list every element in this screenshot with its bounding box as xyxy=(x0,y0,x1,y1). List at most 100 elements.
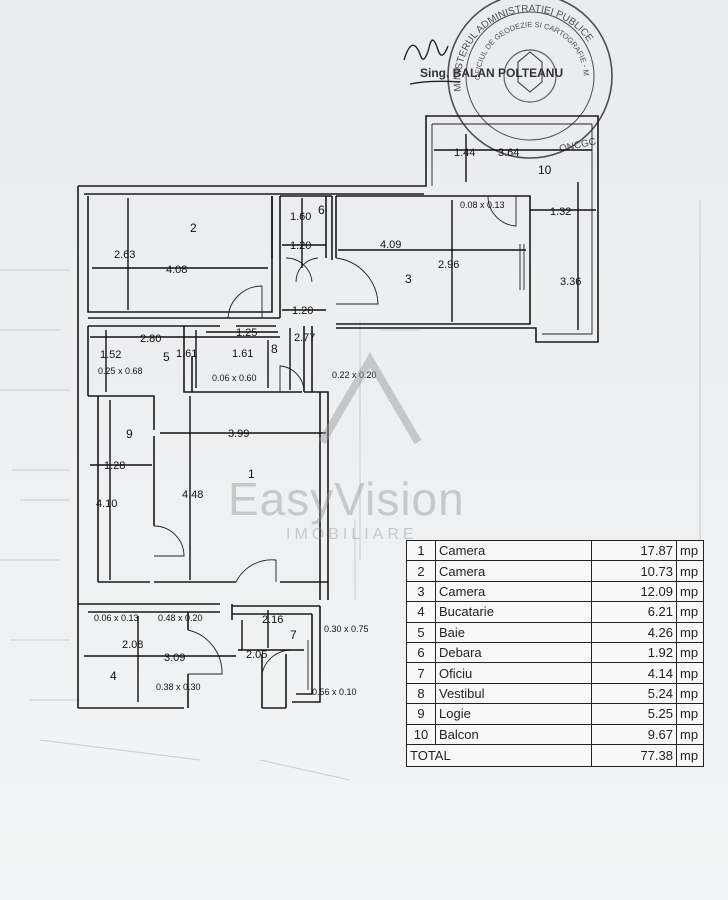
room-number-9: 9 xyxy=(126,427,133,441)
room-number-4: 4 xyxy=(110,669,117,683)
dim-2-05: 2.05 xyxy=(246,649,267,661)
room-name-cell: Camera xyxy=(435,539,592,562)
dim-4-09: 4.09 xyxy=(380,239,401,251)
room-number-5: 5 xyxy=(163,350,170,364)
watermark-house-icon xyxy=(318,352,422,445)
room-unit-cell: mp xyxy=(676,580,704,603)
room-area-cell: 5.24 xyxy=(591,682,677,705)
room-name-cell: Baie xyxy=(435,621,592,643)
dim-4-08: 4.08 xyxy=(166,264,187,276)
dim-1-20-a: 1.20 xyxy=(290,240,311,252)
room-name-cell: Bucatarie xyxy=(435,601,592,623)
room-num-cell: 6 xyxy=(406,641,436,664)
room-area-cell: 9.67 xyxy=(591,723,677,745)
dim-2-80: 2.80 xyxy=(140,333,161,345)
room-number-3: 3 xyxy=(405,272,412,286)
note-0-48x0-20: 0.48 x 0.20 xyxy=(158,613,203,623)
door-room-1 xyxy=(235,559,277,583)
door-room-2 xyxy=(227,285,263,319)
dim-2-77: 2.77 xyxy=(294,332,315,344)
room-name-cell: Debara xyxy=(435,641,592,664)
room-area-cell: 12.09 xyxy=(591,580,677,603)
room-name-cell: Camera xyxy=(435,580,592,603)
room-name-cell: Logie xyxy=(435,703,592,725)
dim-2-96: 2.96 xyxy=(438,259,459,271)
room-area-cell: 5.25 xyxy=(591,703,677,725)
room-number-2: 2 xyxy=(190,221,197,235)
room-number-10: 10 xyxy=(538,163,552,177)
coat-of-arms-icon xyxy=(517,51,543,93)
plan-labels: 1.44 3.64 10 2 2.63 4.08 1.60 6 1.20 1.2… xyxy=(94,147,581,697)
room-num-cell: 7 xyxy=(406,662,436,684)
dim-2-16: 2.16 xyxy=(262,614,283,626)
note-0-30x0-75: 0.30 x 0.75 xyxy=(324,624,369,634)
dim-3-36: 3.36 xyxy=(560,276,581,288)
watermark-subtitle: IMOBILIARE xyxy=(286,526,418,543)
room-num-cell: 2 xyxy=(406,560,436,582)
room-area-cell: 6.21 xyxy=(591,601,677,623)
background-traces xyxy=(0,200,701,781)
dim-4-10: 4.10 xyxy=(96,498,117,510)
note-0-06x0-60: 0.06 x 0.60 xyxy=(212,373,257,383)
dim-1-28: 1.28 xyxy=(104,460,125,472)
dim-1-60: 1.60 xyxy=(290,211,311,223)
note-0-38x0-30: 0.38 x 0.30 xyxy=(156,682,201,692)
total-label: TOTAL xyxy=(406,743,592,767)
door-room-3 xyxy=(335,257,379,305)
note-0-56x0-10: 0.56 x 0.10 xyxy=(312,687,357,697)
door-bathroom xyxy=(279,365,305,393)
room-unit-cell: mp xyxy=(676,703,704,725)
room-area-cell: 4.26 xyxy=(591,621,677,643)
door-logie xyxy=(153,525,185,557)
room-area-cell: 10.73 xyxy=(591,560,677,582)
dim-1-20-b: 1.20 xyxy=(292,305,313,317)
stamp-bottom-text: ONCGC xyxy=(558,136,597,155)
dim-2-63: 2.63 xyxy=(114,249,135,261)
room-area-cell: 1.92 xyxy=(591,641,677,664)
room-unit-cell: mp xyxy=(676,662,704,684)
room-name-cell: Balcon xyxy=(435,723,592,745)
room-number-1: 1 xyxy=(248,467,255,481)
dim-1-52: 1.52 xyxy=(100,349,121,361)
room-unit-cell: mp xyxy=(676,641,704,664)
note-0-08x0-13: 0.08 x 0.13 xyxy=(460,200,505,210)
dim-1-44: 1.44 xyxy=(454,147,475,159)
note-0-22x0-20: 0.22 x 0.20 xyxy=(332,370,377,380)
dim-1-32: 1.32 xyxy=(550,206,571,218)
door-balcony xyxy=(487,195,517,227)
dim-1-61-b: 1.61 xyxy=(232,348,253,360)
room-num-cell: 1 xyxy=(406,539,436,562)
room-num-cell: 5 xyxy=(406,621,436,643)
room-unit-cell: mp xyxy=(676,560,704,582)
note-0-06x0-13: 0.06 x 0.13 xyxy=(94,613,139,623)
room-name-cell: Camera xyxy=(435,560,592,582)
room-num-cell: 9 xyxy=(406,703,436,725)
walls xyxy=(77,115,599,709)
total-area: 77.38 xyxy=(591,743,677,767)
room-num-cell: 3 xyxy=(406,580,436,603)
room-unit-cell: mp xyxy=(676,539,704,562)
dim-3-64: 3.64 xyxy=(498,147,519,159)
dim-2-08: 2.08 xyxy=(122,639,143,651)
room-unit-cell: mp xyxy=(676,682,704,705)
room-unit-cell: mp xyxy=(676,723,704,745)
room-unit-cell: mp xyxy=(676,601,704,623)
room-name-cell: Oficiu xyxy=(435,662,592,684)
room-num-cell: 10 xyxy=(406,723,436,745)
room-number-8: 8 xyxy=(271,342,278,356)
room-number-6: 6 xyxy=(318,203,325,217)
room-area-cell: 4.14 xyxy=(591,662,677,684)
dim-4-48: 4.48 xyxy=(182,489,203,501)
